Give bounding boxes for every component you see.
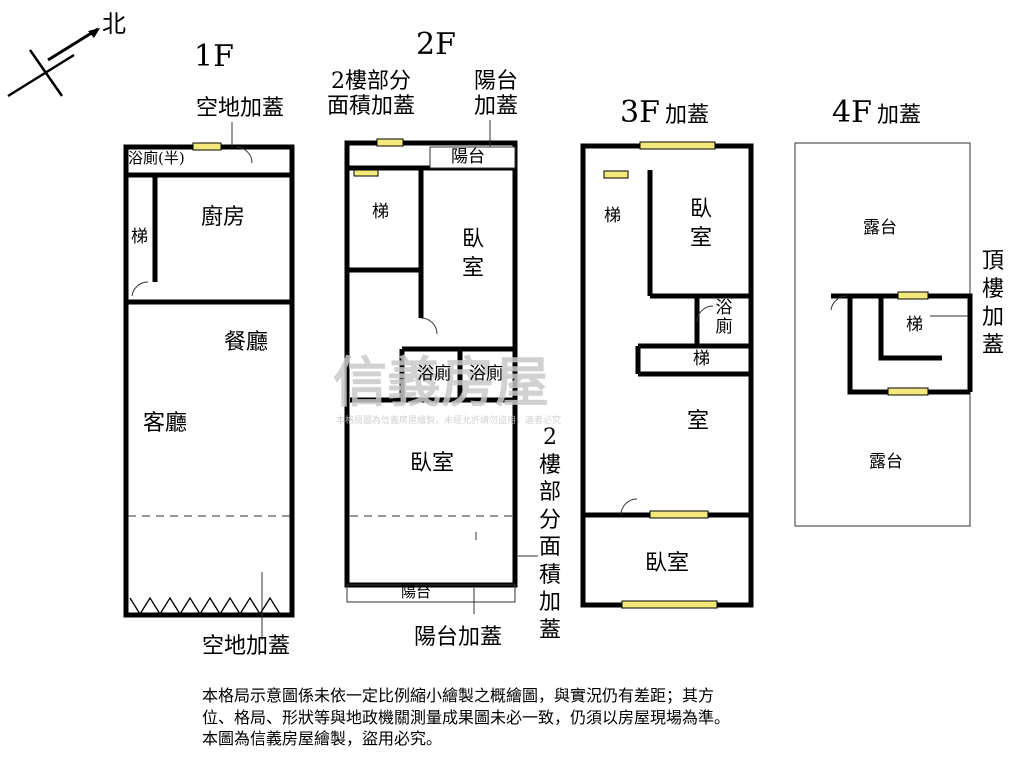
window-3f-bottom <box>621 600 718 609</box>
watermark-brand: 信義房屋 <box>333 351 549 414</box>
floor-4-title-suffix: 加蓋 <box>877 103 922 128</box>
floor-1-bottom-annex: 空地加蓋 <box>202 634 291 659</box>
floor-1-kitchen: 廚房 <box>201 205 246 230</box>
floor-4-roof-annex: 頂 樓 加 蓋 <box>980 248 1006 361</box>
floor-1-dining: 餐廳 <box>224 330 269 355</box>
bedroom-a-char-1: 臥 <box>461 227 484 252</box>
balcony-2f-top <box>429 146 516 169</box>
side-annex-char-1: 2 <box>543 425 557 450</box>
floor-3-stair: 梯 <box>604 206 621 226</box>
bedroom3-a-char-1: 臥 <box>689 197 712 222</box>
floor-1-stair: 梯 <box>131 227 148 247</box>
floor-2-bath-2: 浴廁 <box>469 364 503 384</box>
floor-2-annex-balcony: 陽台 加蓋 <box>468 69 524 119</box>
floor-3-title-suffix: 加蓋 <box>665 103 710 128</box>
floor-3-title-main: 3F <box>620 95 660 130</box>
side-annex-char-3: 部 <box>538 480 561 505</box>
window-2f-stair <box>353 169 379 177</box>
floor-3-room-mid: 室 <box>687 409 710 434</box>
roof-annex-char-1: 頂 <box>981 249 1004 274</box>
bath3-char-1: 浴 <box>715 298 733 318</box>
side-annex-char-2: 樓 <box>538 452 561 478</box>
roof-annex-char-2: 樓 <box>981 277 1004 303</box>
side-annex-char-6: 積 <box>538 562 561 588</box>
floor-2-annex-partial: 2樓部分 面積加蓋 <box>318 69 424 119</box>
floor-3-thin <box>620 305 714 516</box>
floor-2-bedroom-a: 臥 室 <box>456 226 490 283</box>
floor-4-terrace-top: 露台 <box>863 218 897 238</box>
window-2f-top <box>376 138 404 147</box>
north-arrow-icon <box>7 27 100 98</box>
bedroom-a-char-2: 室 <box>461 255 484 281</box>
annex-partial-line-1: 2樓部分 <box>331 69 411 94</box>
disclaimer-line-3: 本圖為信義房屋繪製，盜用必究。 <box>202 729 443 748</box>
bath3-char-2: 廁 <box>715 317 733 338</box>
floor-4-stair: 梯 <box>906 315 923 335</box>
floor-3-bedroom-b: 臥室 <box>645 551 690 576</box>
window-3f-stair <box>603 170 629 179</box>
floor-1-living: 客廳 <box>143 411 188 436</box>
disclaimer-notes: 本格局示意圖係未依一定比例縮小繪製之概繪圖，與實況仍有差距；其方 位、格局、形狀… <box>202 685 730 750</box>
north-label: 北 <box>102 10 126 38</box>
floor-3-stair-2: 梯 <box>693 349 710 369</box>
watermark-notice: 本格局圖為信義房屋繪製，未經允許請勿盜用，違者必究 <box>336 416 562 426</box>
floor-1-bath: 浴廁(半) <box>128 149 185 167</box>
roof-annex-char-4: 蓋 <box>981 333 1004 359</box>
floor-3-title: 3F 加蓋 <box>620 98 709 128</box>
floor-2-bottom-annex: 陽台加蓋 <box>414 625 503 650</box>
side-annex-char-7: 加 <box>538 590 561 615</box>
window-4f-top <box>897 291 929 300</box>
floor-2-stair: 梯 <box>372 202 389 222</box>
floor-4-terrace-bottom: 露台 <box>869 452 903 472</box>
roof-annex-char-3: 加 <box>981 305 1004 331</box>
floor-2-title: 2F <box>416 27 456 62</box>
floor-1-bottom-glazing <box>129 596 281 616</box>
disclaimer-line-2: 位、格局、形狀等與地政機關測量成果圖未必一致，仍須以房屋現場為準。 <box>202 707 731 727</box>
floor-4-title: 4F 加蓋 <box>832 98 921 128</box>
floor-2-side-annex: 2 樓 部 分 面 積 加 蓋 <box>537 424 563 644</box>
window-3f-mid <box>649 510 709 519</box>
side-annex-char-4: 分 <box>538 507 561 533</box>
floor-1-thin <box>128 122 290 640</box>
window-4f-bottom <box>887 387 929 396</box>
annex-balcony-line-1: 陽台 <box>473 69 518 94</box>
floor-2-balcony-top: 陽台 <box>451 147 485 167</box>
window-1f-top <box>192 142 222 151</box>
floor-4-title-main: 4F <box>832 95 872 130</box>
floor-2-balcony-bottom: 陽台 <box>401 583 432 601</box>
annex-partial-line-2: 面積加蓋 <box>326 93 415 119</box>
annex-balcony-line-2: 加蓋 <box>473 93 518 119</box>
bedroom3-a-char-2: 室 <box>689 225 712 251</box>
floor-2-bath-1: 浴廁 <box>417 364 451 384</box>
side-annex-char-5: 面 <box>538 535 561 560</box>
floor-1-title: 1F <box>194 39 234 74</box>
window-3f-top <box>639 141 716 150</box>
side-annex-char-8: 蓋 <box>538 617 561 643</box>
floor-3-bath: 浴 廁 <box>711 298 737 338</box>
floor-1-top-annex: 空地加蓋 <box>196 96 285 121</box>
floor-3-bedroom-a: 臥 室 <box>684 196 718 253</box>
floor-2-bedroom-b: 臥室 <box>410 451 455 476</box>
disclaimer-line-1: 本格局示意圖係未依一定比例縮小繪製之概繪圖，與實況仍有差距；其方 <box>202 686 715 705</box>
